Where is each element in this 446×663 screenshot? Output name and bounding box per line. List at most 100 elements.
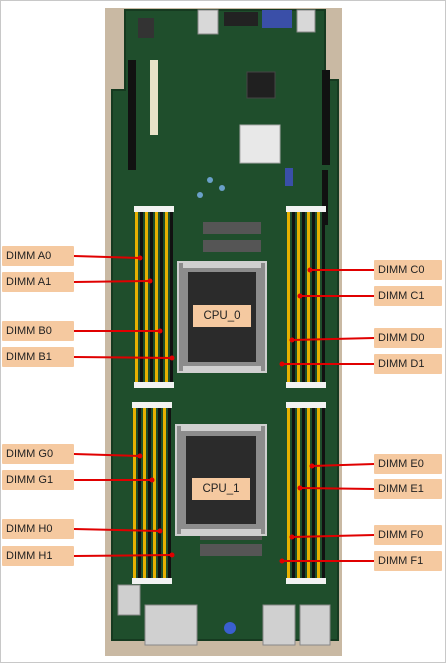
dimm-slot (153, 408, 156, 578)
leader-line (291, 337, 375, 341)
dimm-latch (296, 578, 301, 584)
bmc-chip (246, 71, 276, 99)
cpu-label-0: CPU_0 (193, 305, 251, 327)
dimm-label-a0: DIMM A0 (2, 246, 74, 266)
leader-dot (137, 453, 143, 459)
dimm-latch (154, 206, 159, 212)
leader-dot (137, 255, 143, 261)
dimm-slot (145, 212, 148, 382)
dimm-latch (306, 402, 311, 408)
cpu-label-1: CPU_1 (192, 478, 250, 500)
dimm-slot (143, 408, 146, 578)
dimm-latch (132, 402, 137, 408)
dimm-latch (152, 578, 157, 584)
leader-line (73, 280, 151, 283)
dimm-slot (312, 408, 315, 578)
dimm-slot (165, 212, 168, 382)
dimm-label-b1: DIMM B1 (2, 347, 74, 367)
dimm-latch (142, 578, 147, 584)
dimm-slot (317, 408, 320, 578)
dimm-label-g0: DIMM G0 (2, 444, 74, 464)
dimm-slot (287, 408, 290, 578)
usb-port (197, 9, 219, 35)
leader-dot (297, 485, 303, 491)
dimm-latch (149, 382, 154, 388)
dimm-latch (301, 578, 306, 584)
dimm-latch (286, 382, 291, 388)
dimm-label-c1: DIMM C1 (374, 286, 442, 306)
dimm-slot (135, 212, 138, 382)
dimm-slot (133, 408, 136, 578)
pch-heatsink (239, 124, 281, 164)
dimm-latch (316, 382, 321, 388)
leader-dot (279, 558, 285, 564)
dimm-slot (322, 408, 325, 578)
dimm-slot (158, 408, 161, 578)
dimm-slot (150, 212, 153, 382)
dimm-slot (302, 408, 305, 578)
dimm-latch (139, 206, 144, 212)
dimm-label-g1: DIMM G1 (2, 470, 74, 490)
dimm-latch (291, 402, 296, 408)
dimm-latch (321, 402, 326, 408)
dimm-latch (154, 382, 159, 388)
dimm-latch (286, 402, 291, 408)
dimm-latch (162, 402, 167, 408)
dimm-latch (316, 578, 321, 584)
dimm-label-c0: DIMM C0 (374, 260, 442, 280)
dimm-latch (157, 578, 162, 584)
leader-line (73, 528, 161, 532)
dimm-latch (162, 578, 167, 584)
dimm-latch (132, 578, 137, 584)
leader-dot (307, 267, 313, 273)
dimm-latch (311, 402, 316, 408)
dimm-latch (134, 382, 139, 388)
dimm-latch (321, 578, 326, 584)
dimm-latch (139, 382, 144, 388)
io-header (224, 12, 258, 26)
dimm-latch (169, 382, 174, 388)
dimm-latch (301, 382, 306, 388)
dimm-latch (301, 206, 306, 212)
leader-dot (289, 337, 295, 343)
dimm-latch (137, 402, 142, 408)
dimm-label-h1: DIMM H1 (2, 546, 74, 566)
dimm-latch (321, 206, 326, 212)
dimm-slot (160, 212, 163, 382)
dimm-latch (306, 206, 311, 212)
leader-dot (297, 293, 303, 299)
dimm-slot (287, 212, 290, 382)
dimm-latch (134, 206, 139, 212)
dimm-latch (164, 382, 169, 388)
dimm-label-e1: DIMM E1 (374, 479, 442, 499)
dimm-latch (159, 382, 164, 388)
dimm-latch (316, 206, 321, 212)
dimm-latch (159, 206, 164, 212)
dimm-latch (286, 578, 291, 584)
dimm-latch (169, 206, 174, 212)
dimm-slot (170, 212, 173, 382)
leader-dot (149, 477, 155, 483)
dimm-slot (307, 408, 310, 578)
dimm-latch (311, 578, 316, 584)
leader-line (311, 463, 375, 467)
dimm-slot (140, 212, 143, 382)
dimm-slot (168, 408, 171, 578)
dimm-latch (157, 402, 162, 408)
dimm-latch (149, 206, 154, 212)
dimm-latch (296, 402, 301, 408)
chipset-area (197, 71, 293, 198)
leader-dot (309, 463, 315, 469)
dimm-latch (321, 382, 326, 388)
dimm-latch (142, 402, 147, 408)
dimm-latch (137, 578, 142, 584)
dimm-latch (306, 382, 311, 388)
dimm-latch (311, 206, 316, 212)
dimm-latch (311, 382, 316, 388)
vga-connector (262, 10, 292, 28)
bottom-connector-right (299, 604, 331, 646)
bottom-connector-mid (262, 604, 296, 646)
dimm-latch (306, 578, 311, 584)
dimm-latch (144, 382, 149, 388)
leader-line (73, 453, 141, 457)
